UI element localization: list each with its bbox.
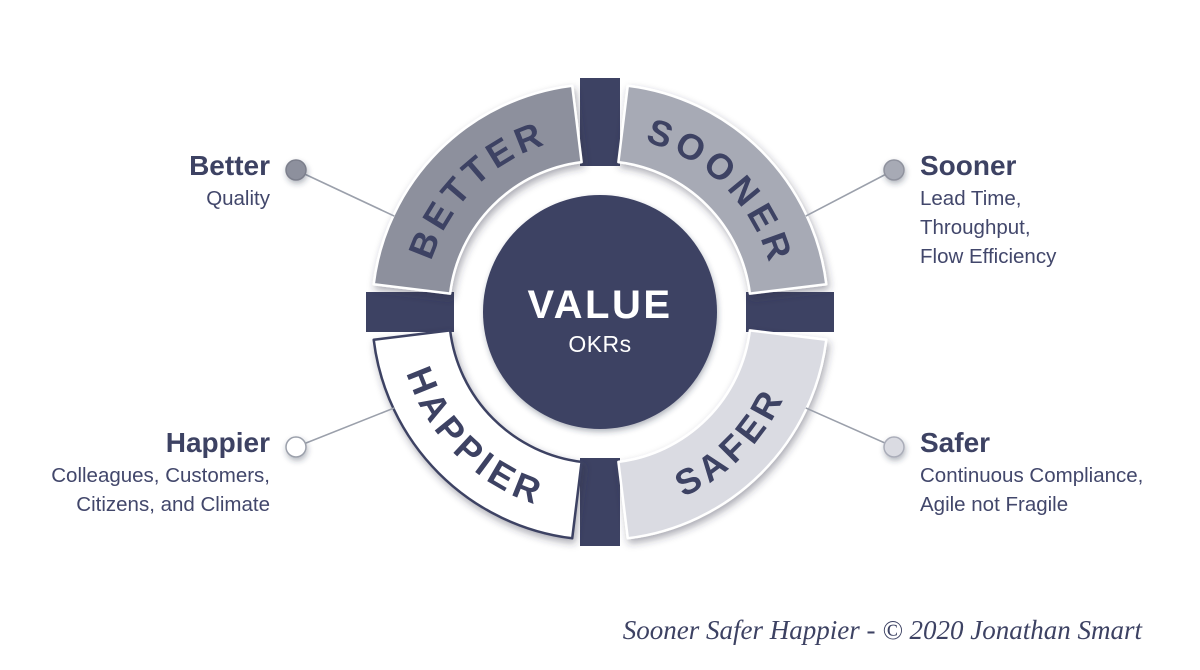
callout-better-line-1: Quality bbox=[206, 187, 270, 211]
ring-segment-happier bbox=[372, 329, 583, 540]
ring-connector bbox=[746, 292, 834, 332]
ring-segment-sooner bbox=[617, 84, 828, 295]
callout-sooner-line-1: Lead Time, bbox=[920, 187, 1022, 211]
callout-line-happier bbox=[295, 407, 395, 448]
callout-happier-title: Happier bbox=[165, 427, 270, 458]
ring-connector bbox=[366, 292, 454, 332]
value-center-circle bbox=[483, 195, 717, 429]
callout-sooner-title: Sooner bbox=[920, 150, 1017, 181]
ring-segment-safer bbox=[617, 329, 828, 540]
value-title: VALUE bbox=[527, 283, 672, 327]
callout-sooner-line-2: Throughput, bbox=[920, 215, 1031, 239]
callout-happier-line-2: Citizens, and Climate bbox=[76, 492, 270, 516]
callout-dot-better bbox=[285, 159, 307, 181]
callout-sooner-line-3: Flow Efficiency bbox=[920, 244, 1057, 268]
callout-dot-sooner bbox=[883, 159, 905, 181]
callout-safer-line-2: Agile not Fragile bbox=[920, 492, 1069, 516]
callout-dot-safer bbox=[883, 436, 905, 458]
ring-connector bbox=[580, 78, 620, 166]
credit-text: Sooner Safer Happier - © 2020 Jonathan S… bbox=[622, 615, 1142, 645]
ring-segments bbox=[372, 84, 828, 540]
callout-line-sooner bbox=[805, 169, 895, 217]
ring-connector bbox=[580, 458, 620, 546]
value-subtitle: OKRs bbox=[568, 331, 631, 357]
callout-leader-lines bbox=[285, 159, 905, 458]
callout-line-better bbox=[295, 169, 395, 217]
callout-safer-line-1: Continuous Compliance, bbox=[920, 464, 1144, 488]
callout-dot-happier bbox=[285, 436, 307, 458]
callout-better-title: Better bbox=[189, 150, 270, 181]
callout-safer-title: Safer bbox=[920, 427, 991, 458]
callout-line-safer bbox=[805, 407, 895, 448]
callout-happier-line-1: Colleagues, Customers, bbox=[51, 464, 270, 488]
ring-segment-better bbox=[372, 84, 583, 295]
ring-connectors bbox=[366, 78, 834, 546]
